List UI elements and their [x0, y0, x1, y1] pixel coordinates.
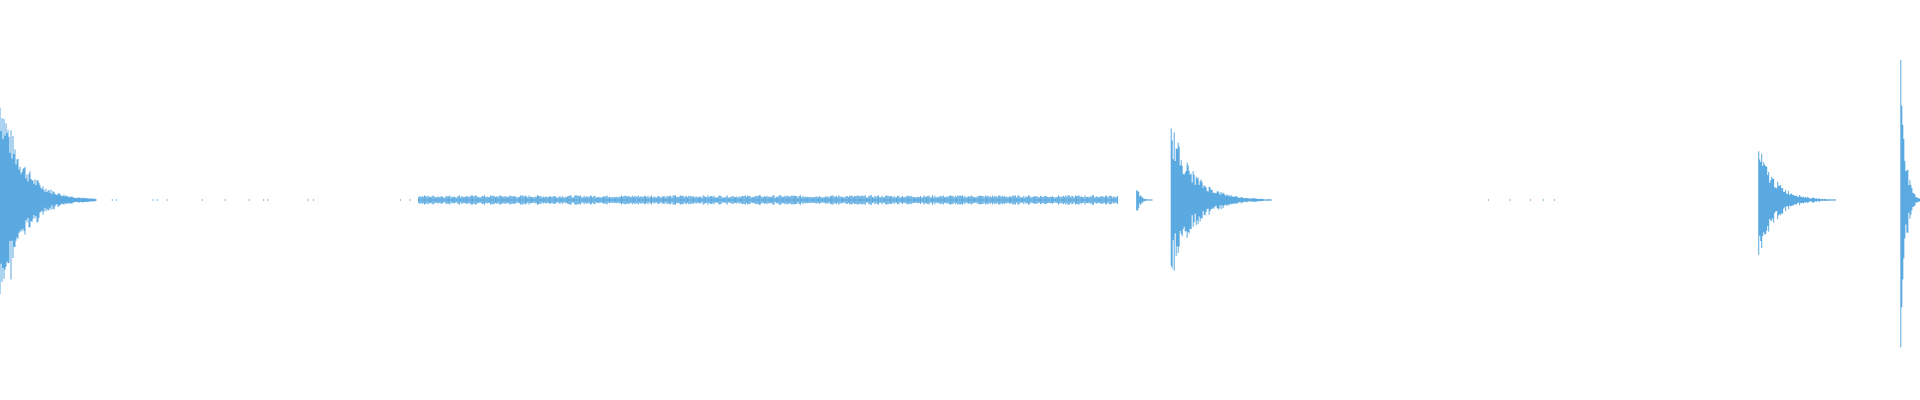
waveform-samples	[0, 60, 1920, 348]
waveform-segment-burst	[1758, 151, 1837, 255]
waveform-segment-burst	[1900, 60, 1920, 348]
waveform-segment-burst	[1136, 190, 1153, 211]
waveform-segment-dots	[111, 199, 411, 201]
waveform-segment-burst	[0, 107, 97, 295]
waveform-segment-burst	[1170, 128, 1272, 271]
waveform-segment-dots	[1487, 199, 1555, 201]
